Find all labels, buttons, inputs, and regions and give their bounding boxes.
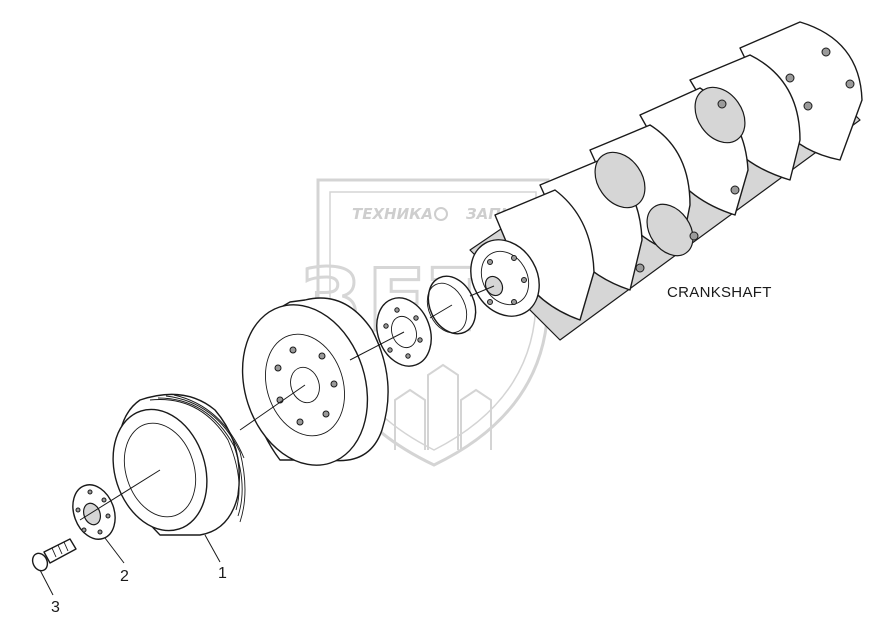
leader-2 — [104, 537, 125, 564]
crankshaft-front-flange — [470, 239, 540, 317]
crankshaft-label: CRANKSHAFT — [667, 284, 772, 301]
callout-1: 1 — [218, 565, 227, 582]
pulley-washer — [72, 484, 116, 540]
watermark-gear-icon — [434, 207, 448, 221]
crankshaft — [469, 21, 863, 341]
leader-1 — [204, 534, 221, 563]
crankshaft-pulley — [112, 393, 246, 536]
callout-2: 2 — [120, 568, 129, 585]
crank-pin-3 — [646, 203, 694, 257]
crank-pin-2 — [694, 86, 746, 144]
assembly-axis — [79, 285, 495, 521]
crank-pin-1 — [594, 151, 646, 209]
watermark-text-left: ТЕХНИКА — [352, 205, 433, 223]
leader-3 — [39, 569, 54, 596]
callout-3: 3 — [51, 599, 60, 616]
pulley-bolt — [31, 538, 77, 572]
